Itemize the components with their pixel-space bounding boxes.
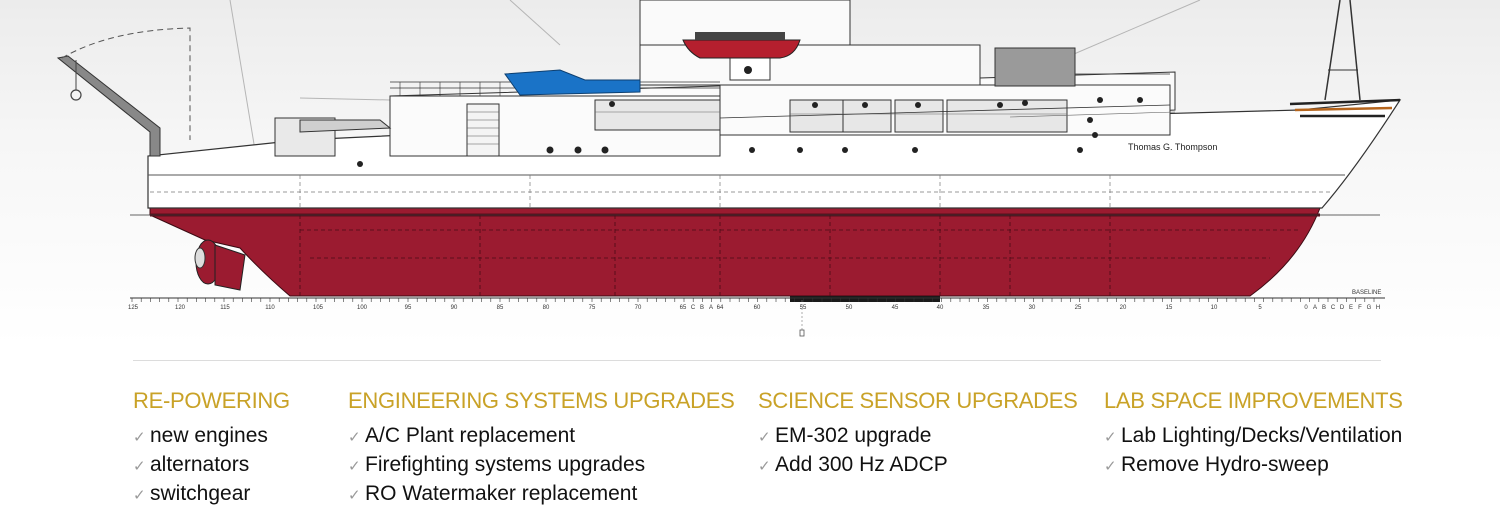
list-item: ✓EM-302 upgrade (758, 422, 1078, 451)
baseline-label: BASELINE (1352, 290, 1381, 296)
list-item: ✓Lab Lighting/Decks/Ventilation (1104, 422, 1403, 451)
checkmark-icon: ✓ (758, 458, 771, 475)
checkmark-icon: ✓ (133, 458, 146, 475)
frame-label: 25 (1075, 305, 1082, 311)
frame-label: 64 (717, 305, 724, 311)
stern-a-frame (56, 55, 161, 157)
frame-label: 5 (1258, 305, 1262, 311)
section-repowering: RE-POWERING ✓new engines ✓alternators ✓s… (133, 388, 290, 509)
frame-label: G (1367, 305, 1372, 311)
frame-label: 35 (983, 305, 990, 311)
frame-label: 30 (1029, 305, 1036, 311)
frame-label: B (700, 305, 704, 311)
list-item: ✓Remove Hydro-sweep (1104, 451, 1403, 480)
frame-label: B (1322, 305, 1326, 311)
frame-label: 80 (543, 305, 550, 311)
hull-underwater (149, 207, 1321, 297)
frame-label: 120 (175, 305, 186, 311)
checkmark-icon: ✓ (1104, 429, 1117, 446)
checkmark-icon: ✓ (758, 429, 771, 446)
ship-name-label: Thomas G. Thompson (1128, 142, 1217, 152)
section-heading: RE-POWERING (133, 388, 290, 413)
frame-label: C (691, 305, 696, 311)
frame-label: 100 (357, 305, 368, 311)
list-item: ✓Add 300 Hz ADCP (758, 451, 1078, 480)
list-item: ✓A/C Plant replacement (348, 422, 734, 451)
frame-label: 95 (405, 305, 412, 311)
checkmark-icon: ✓ (348, 458, 361, 475)
list-item: ✓switchgear (133, 480, 290, 509)
frame-label: 115 (220, 305, 230, 311)
crane-blue (504, 69, 641, 96)
rescue-boat (682, 39, 801, 59)
section-heading: ENGINEERING SYSTEMS UPGRADES (348, 388, 735, 413)
frame-label: 45 (892, 305, 899, 311)
frame-label: 125 (128, 305, 139, 311)
frame-label: 105 (313, 305, 324, 311)
checkmark-icon: ✓ (348, 429, 361, 446)
list-item: ✓alternators (133, 451, 290, 480)
frame-label: 10 (1211, 305, 1218, 311)
callout-lines (229, 0, 1201, 151)
section-science-sensors: SCIENCE SENSOR UPGRADES ✓EM-302 upgrade … (758, 388, 1078, 480)
section-divider (133, 360, 1381, 361)
frame-label: 110 (265, 305, 275, 311)
checkmark-icon: ✓ (133, 429, 146, 446)
frame-label: 20 (1120, 305, 1127, 311)
frame-label: A (709, 305, 713, 311)
frame-label: 60 (754, 305, 761, 311)
list-item: ✓new engines (133, 422, 290, 451)
frame-label: 50 (846, 305, 853, 311)
section-heading: SCIENCE SENSOR UPGRADES (758, 388, 1078, 413)
frame-label: H (1376, 305, 1380, 311)
checkmark-icon: ✓ (133, 487, 146, 504)
checkmark-icon: ✓ (1104, 458, 1117, 475)
frame-label: 85 (497, 305, 504, 311)
checkmark-icon: ✓ (348, 487, 361, 504)
section-lab-space: LAB SPACE IMPROVEMENTS ✓Lab Lighting/Dec… (1104, 388, 1403, 480)
frame-label: 90 (451, 305, 458, 311)
frame-label: E (1349, 305, 1353, 311)
frame-label: D (1340, 305, 1345, 311)
frame-label: F (1358, 305, 1362, 311)
section-heading: LAB SPACE IMPROVEMENTS (1104, 388, 1403, 413)
frame-label: 65 (680, 305, 687, 311)
hull-compartment-lines (299, 215, 1300, 296)
frame-label: C (1331, 305, 1336, 311)
frame-label: 0 (1304, 305, 1308, 311)
frame-label: 75 (589, 305, 596, 311)
list-item: ✓Firefighting systems upgrades (348, 451, 734, 480)
portholes (357, 97, 1143, 167)
bow-stripes (1289, 98, 1401, 118)
frame-label: 15 (1166, 305, 1173, 311)
frame-label: 70 (635, 305, 642, 311)
list-item: ✓RO Watermaker replacement (348, 480, 734, 509)
frame-label: 40 (937, 305, 944, 311)
frame-label: A (1313, 305, 1317, 311)
section-engineering: ENGINEERING SYSTEMS UPGRADES ✓A/C Plant … (348, 388, 735, 509)
frame-label: 55 (800, 305, 807, 311)
